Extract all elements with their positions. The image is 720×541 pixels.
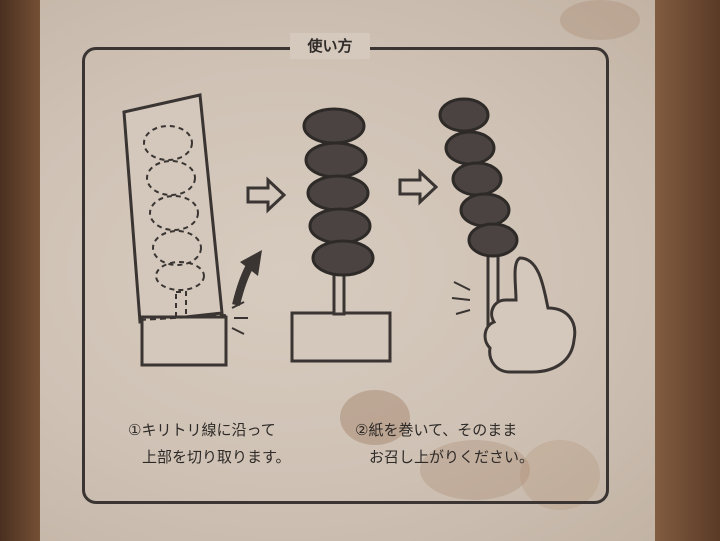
dango-stand [290, 311, 392, 363]
dango-outline [152, 230, 202, 266]
step1-line2: 上部を切り取ります。 [142, 448, 291, 466]
grease-stain [520, 440, 600, 510]
arrow-right-icon [398, 168, 439, 206]
cut-base [140, 315, 228, 367]
dango-ball [459, 192, 511, 228]
wood-table-left [0, 0, 46, 541]
dango-outline [143, 125, 193, 161]
dango-outline [146, 160, 196, 196]
grease-stain [560, 0, 640, 40]
dango-ball [304, 141, 368, 179]
instruction-title: 使い方 [290, 33, 370, 59]
dango-ball [308, 207, 372, 245]
step1-line1: ①キリトリ線に沿って [128, 421, 276, 439]
step1-caption: ①キリトリ線に沿って 上部を切り取ります。 [128, 417, 291, 471]
dango-ball [467, 222, 519, 258]
step2-line1: ②紙を巻いて、そのまま [355, 421, 518, 439]
grease-stain [420, 440, 530, 500]
thumbs-up-hand-icon [483, 256, 577, 374]
paper-sleeve [122, 93, 224, 324]
dango-outline [155, 261, 205, 291]
dango-ball [438, 97, 490, 133]
grease-stain [340, 390, 410, 445]
dango-ball [451, 161, 503, 197]
dango-ball [302, 107, 366, 145]
dango-ball [444, 130, 496, 166]
scissors-cut-marks-icon [231, 301, 248, 335]
shine-marks [451, 281, 471, 315]
dango-ball [311, 239, 375, 277]
dango-outline [149, 195, 199, 231]
step2-caption: ②紙を巻いて、そのまま お召し上がりください。 [355, 417, 534, 471]
step2-line2: お召し上がりください。 [369, 448, 535, 466]
arrow-right-icon [246, 176, 287, 214]
dango-ball [306, 174, 370, 212]
